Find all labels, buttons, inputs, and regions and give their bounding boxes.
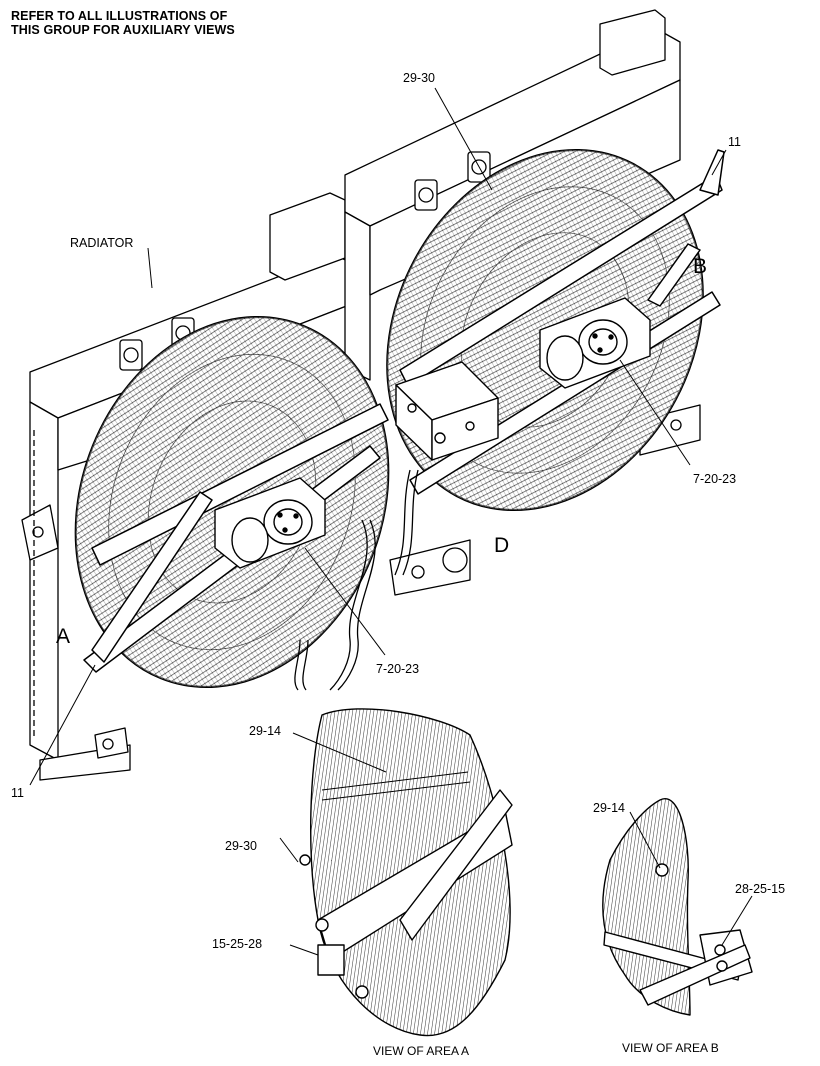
callout-29-30-view-a: 29-30 [225,839,257,853]
callout-29-30-top: 29-30 [403,71,435,85]
callout-11-left: 11 [11,786,24,800]
area-letter-d: D [494,534,509,557]
control-box [395,361,499,461]
callout-28-25-15: 28-25-15 [735,882,785,896]
callout-7-20-23-center: 7-20-23 [376,662,419,676]
view-title-area-b: VIEW OF AREA B [622,1041,719,1055]
reference-note-line-2: THIS GROUP FOR AUXILIARY VIEWS [11,23,235,37]
area-letter-a: A [56,625,70,648]
reference-note: REFER TO ALL ILLUSTRATIONS OF THIS GROUP… [11,9,235,37]
view-b-detail [602,798,753,1016]
reference-note-line-1: REFER TO ALL ILLUSTRATIONS OF [11,9,228,23]
right-fan-motor [539,297,651,389]
callout-radiator: RADIATOR [70,236,133,250]
callout-11-right: 11 [728,135,741,149]
callout-15-25-28: 15-25-28 [212,937,262,951]
left-fan-guard [74,315,390,689]
area-letter-b: B [693,255,707,278]
hydraulic-hoses [294,469,419,691]
callout-29-14-view-b: 29-14 [593,801,625,815]
leader-lines [29,87,753,956]
callout-29-14-view-a: 29-14 [249,724,281,738]
view-a-detail [299,708,513,1037]
callout-7-20-23-right: 7-20-23 [693,472,736,486]
view-title-area-a: VIEW OF AREA A [373,1044,469,1058]
left-fan-motor [214,477,326,569]
